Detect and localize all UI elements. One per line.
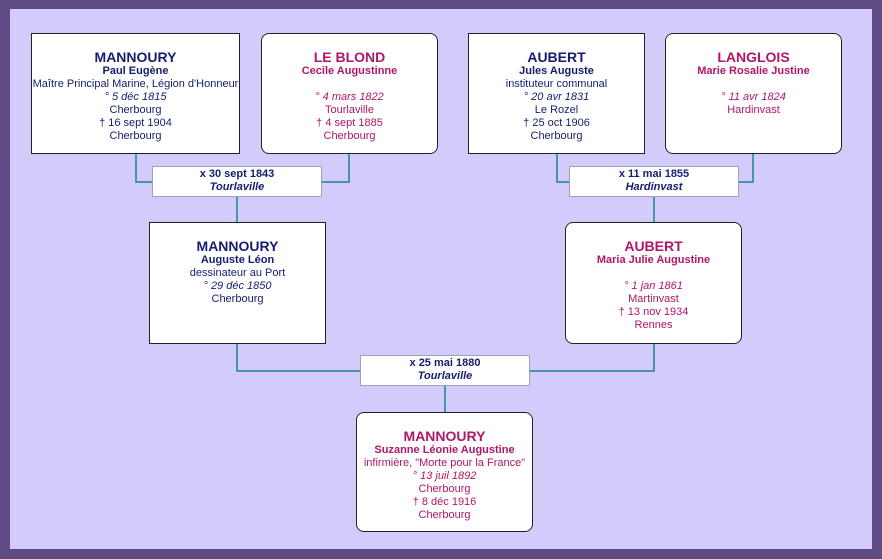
occupation: Maître Principal Marine, Légion d'Honneu…: [32, 78, 239, 90]
person-card-marie-langlois[interactable]: LANGLOIS Marie Rosalie Justine ° 11 avr …: [665, 33, 842, 154]
birth-place: Tourlaville: [325, 104, 374, 116]
birth-date: ° 4 mars 1822: [315, 91, 384, 103]
given-names: Auguste Léon: [200, 254, 275, 266]
marriage-box-1880[interactable]: x 25 mai 1880 Tourlaville: [360, 355, 530, 386]
birth-date: ° 20 avr 1831: [523, 91, 590, 103]
birth-date: ° 13 juil 1892: [412, 470, 477, 482]
marriage-place: Tourlaville: [209, 181, 265, 193]
connector-p6-m3: [529, 343, 655, 372]
birth-place: Cherbourg: [109, 104, 162, 116]
surname: AUBERT: [624, 238, 683, 254]
death-date: † 16 sept 1904: [99, 117, 172, 129]
marriage-date: x 11 mai 1855: [618, 168, 690, 180]
birth-place: Cherbourg: [211, 293, 264, 305]
death-place: Cherbourg: [109, 130, 162, 142]
birth-date: ° 5 déc 1815: [104, 91, 167, 103]
marriage-place: Hardinvast: [625, 181, 683, 193]
marriage-place: Tourlaville: [417, 370, 473, 382]
given-names: Maria Julie Augustine: [596, 254, 711, 266]
birth-date: ° 11 avr 1824: [721, 91, 786, 103]
person-card-jules-auguste-aubert[interactable]: AUBERT Jules Auguste instituteur communa…: [468, 33, 645, 154]
marriage-date: x 30 sept 1843: [199, 168, 275, 180]
given-names: Jules Auguste: [519, 65, 594, 77]
connector-p3-m2: [556, 153, 570, 183]
birth-place: Cherbourg: [418, 483, 471, 495]
person-card-maria-aubert[interactable]: AUBERT Maria Julie Augustine ° 1 jan 186…: [565, 222, 742, 344]
surname: MANNOURY: [196, 238, 279, 254]
death-date: † 4 sept 1885: [316, 117, 383, 129]
birth-place: Martinvast: [628, 293, 679, 305]
occupation: dessinateur au Port: [189, 267, 286, 279]
marriage-date: x 25 mai 1880: [409, 357, 481, 369]
surname: MANNOURY: [403, 428, 486, 444]
spacer: [566, 267, 741, 280]
death-place: Cherbourg: [323, 130, 376, 142]
spacer: [666, 78, 841, 91]
person-card-auguste-leon-mannoury[interactable]: MANNOURY Auguste Léon dessinateur au Por…: [149, 222, 326, 344]
spacer: [262, 78, 437, 91]
given-names: Suzanne Léonie Augustine: [374, 444, 515, 456]
death-date: † 8 déc 1916: [412, 496, 477, 508]
given-names: Cecile Augustinne: [301, 65, 398, 77]
person-card-suzanne-mannoury[interactable]: MANNOURY Suzanne Léonie Augustine infirm…: [356, 412, 533, 532]
marriage-box-1855[interactable]: x 11 mai 1855 Hardinvast: [569, 166, 739, 197]
surname: LANGLOIS: [717, 49, 790, 65]
given-names: Marie Rosalie Justine: [697, 65, 810, 77]
connector-p5-m3: [236, 343, 361, 372]
surname: AUBERT: [527, 49, 586, 65]
surname: MANNOURY: [94, 49, 177, 65]
occupation: infirmière, "Morte pour la France": [363, 457, 526, 469]
birth-date: ° 29 déc 1850: [203, 280, 272, 292]
surname: LE BLOND: [313, 49, 386, 65]
death-place: Cherbourg: [530, 130, 583, 142]
connector-p4-m2: [738, 153, 754, 183]
death-place: Cherbourg: [418, 509, 471, 521]
person-card-paul-eugene-mannoury[interactable]: MANNOURY Paul Eugène Maître Principal Ma…: [31, 33, 240, 154]
person-card-cecile-le-blond[interactable]: LE BLOND Cecile Augustinne ° 4 mars 1822…: [261, 33, 438, 154]
death-place: Rennes: [634, 319, 673, 331]
occupation: instituteur communal: [505, 78, 608, 90]
birth-place: Le Rozel: [534, 104, 579, 116]
connector-p2-m1: [321, 153, 350, 183]
death-date: † 13 nov 1934: [618, 306, 689, 318]
given-names: Paul Eugène: [102, 65, 169, 77]
birth-place: Hardinvast: [727, 104, 780, 116]
death-date: † 25 oct 1906: [523, 117, 590, 129]
marriage-box-1843[interactable]: x 30 sept 1843 Tourlaville: [152, 166, 322, 197]
birth-date: ° 1 jan 1861: [624, 280, 683, 292]
connector-p1-m1: [135, 153, 153, 183]
